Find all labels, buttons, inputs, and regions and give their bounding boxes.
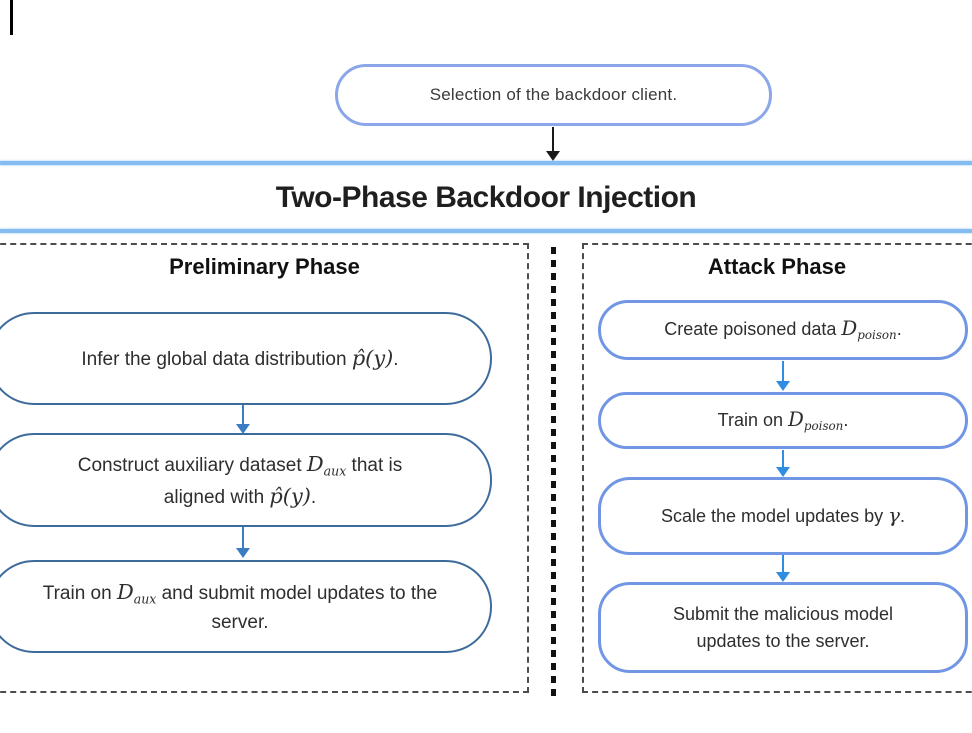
step-text-segment: p̂(y) bbox=[351, 346, 394, 371]
arrow-head bbox=[236, 548, 250, 558]
attack-step-4-box: Submit the malicious model updates to th… bbox=[598, 582, 968, 673]
preliminary-step-3-label: Train on Daux and submit model updates t… bbox=[38, 577, 443, 636]
attack-step-3-box: Scale the model updates by γ. bbox=[598, 477, 968, 555]
banner-title: Two-Phase Backdoor Injection bbox=[275, 181, 697, 214]
attack-step-2-box: Train on Dpoison. bbox=[598, 392, 968, 449]
preliminary-step-1-label: Infer the global data distribution p̂(y)… bbox=[81, 343, 398, 374]
arrow-head bbox=[776, 381, 790, 391]
step-text-segment: Scale the model updates by bbox=[661, 505, 889, 526]
step-text-segment: D bbox=[788, 407, 804, 431]
attack-step-2-label: Train on Dpoison. bbox=[718, 406, 849, 435]
step-text-segment: . bbox=[310, 486, 317, 508]
arrow-head bbox=[776, 572, 790, 582]
step-text-segment: . bbox=[899, 505, 905, 526]
step-text-segment: D bbox=[841, 317, 858, 341]
arrow-stem bbox=[551, 127, 555, 151]
step-text-segment: poison bbox=[803, 418, 844, 433]
down-arrow-icon bbox=[546, 127, 560, 161]
arrow-head bbox=[236, 424, 250, 434]
step-text-segment: p̂(y) bbox=[269, 483, 311, 508]
preliminary-step-1-box: Infer the global data distribution p̂(y)… bbox=[0, 312, 492, 405]
arrow-head bbox=[776, 467, 790, 477]
arrow-stem bbox=[781, 555, 785, 572]
down-arrow-icon bbox=[776, 450, 790, 477]
step-text-segment: D bbox=[306, 451, 324, 476]
phase-divider-dashed-line bbox=[551, 247, 556, 699]
stray-crop-mark bbox=[10, 0, 13, 35]
step-text-segment: Train on bbox=[717, 409, 789, 430]
step-text-segment: γ bbox=[888, 503, 900, 527]
down-arrow-icon bbox=[776, 555, 790, 582]
banner-bottom-line bbox=[0, 229, 972, 233]
down-arrow-icon bbox=[776, 361, 790, 391]
attack-phase-panel bbox=[582, 243, 972, 693]
banner-top-line bbox=[0, 161, 972, 165]
step-text-segment: . bbox=[393, 349, 399, 371]
step-text-segment: . bbox=[896, 319, 902, 340]
down-arrow-icon bbox=[236, 405, 250, 434]
attack-step-1-box: Create poisoned data Dpoison. bbox=[598, 300, 968, 360]
step-text-segment: . bbox=[843, 409, 849, 430]
step-text-segment: D bbox=[116, 579, 134, 604]
selection-step-label: Selection of the backdoor client. bbox=[429, 85, 678, 104]
arrow-stem bbox=[781, 361, 785, 381]
preliminary-step-3-box: Train on Daux and submit model updates t… bbox=[0, 560, 492, 653]
step-text-segment: poison bbox=[857, 328, 897, 343]
selection-step-box: Selection of the backdoor client. bbox=[335, 64, 772, 126]
attack-phase-heading: Attack Phase bbox=[707, 254, 847, 279]
preliminary-step-2-box: Construct auxiliary dataset Daux that is… bbox=[0, 433, 492, 527]
step-text-segment: Create poisoned data bbox=[664, 319, 842, 340]
step-text-segment: that is aligned with bbox=[163, 454, 403, 508]
arrow-stem bbox=[241, 405, 245, 424]
step-text-segment: Submit the malicious model updates to th… bbox=[672, 604, 894, 651]
step-text-segment: Construct auxiliary dataset bbox=[77, 454, 307, 476]
attack-step-4-label: Submit the malicious model updates to th… bbox=[658, 601, 908, 653]
arrow-stem bbox=[781, 450, 785, 467]
arrow-head bbox=[546, 151, 560, 161]
step-text-segment: and submit model updates to the server. bbox=[156, 582, 438, 633]
preliminary-phase-heading: Preliminary Phase bbox=[169, 254, 360, 279]
step-text-segment: aux bbox=[133, 591, 157, 607]
step-text-segment: aux bbox=[323, 463, 347, 479]
step-text-segment: Infer the global data distribution bbox=[81, 349, 352, 371]
step-text-segment: Train on bbox=[42, 582, 117, 604]
attack-step-3-label: Scale the model updates by γ. bbox=[661, 502, 905, 531]
preliminary-phase-panel bbox=[0, 243, 529, 693]
arrow-stem bbox=[241, 527, 245, 548]
down-arrow-icon bbox=[236, 527, 250, 558]
preliminary-step-2-label: Construct auxiliary dataset Daux that is… bbox=[45, 449, 435, 511]
attack-step-1-label: Create poisoned data Dpoison. bbox=[664, 315, 901, 344]
